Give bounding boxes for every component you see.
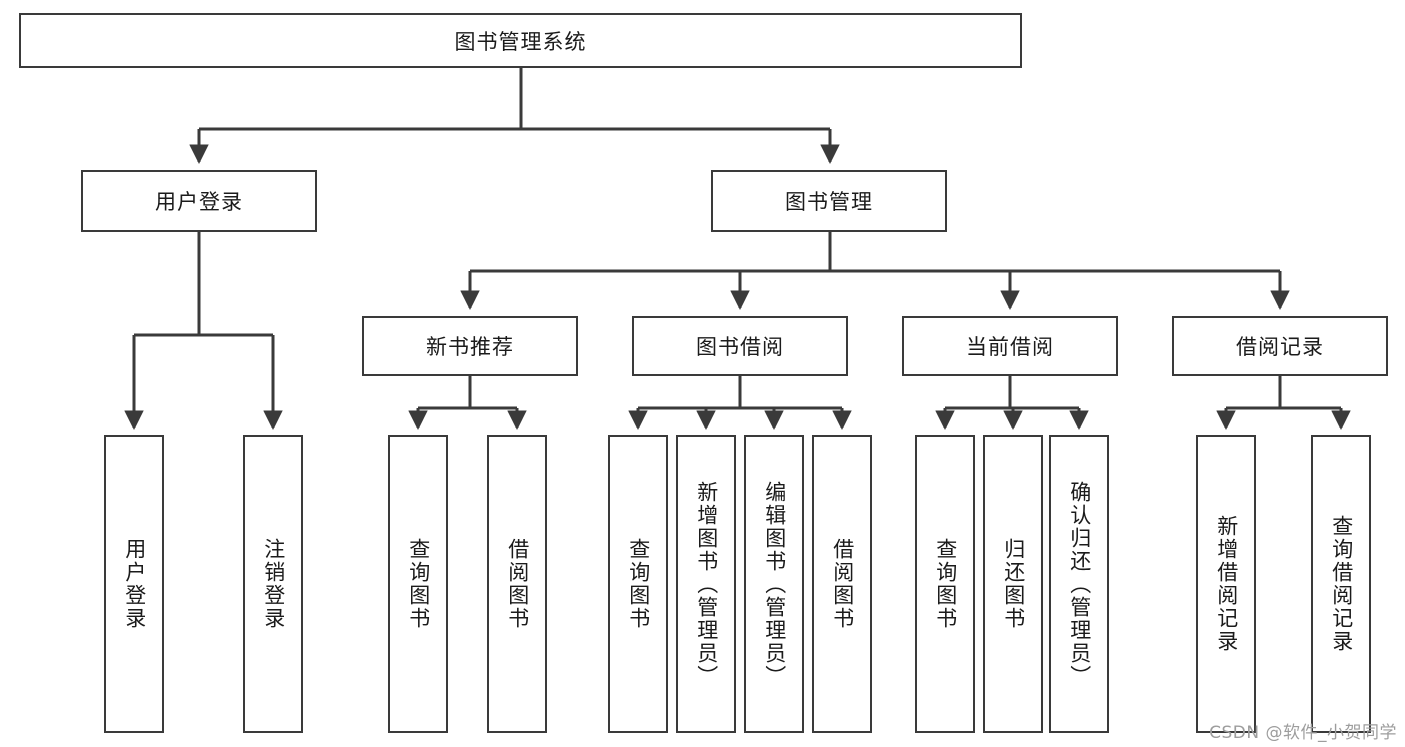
- node-new-book-recommend-label: 新书推荐: [426, 335, 514, 359]
- node-borrow-record-label: 借阅记录: [1236, 335, 1324, 359]
- node-leaf-user-login[interactable]: 用户登录: [104, 435, 164, 733]
- node-book-manage-label: 图书管理: [785, 190, 873, 214]
- node-root[interactable]: 图书管理系统: [19, 13, 1022, 68]
- node-leaf-return-book[interactable]: 归还图书: [983, 435, 1043, 733]
- node-leaf-query-book-current-label: 查询图书: [933, 538, 958, 630]
- node-leaf-query-book-rec[interactable]: 查询图书: [388, 435, 448, 733]
- node-user-login[interactable]: 用户登录: [81, 170, 317, 232]
- node-leaf-query-book-current[interactable]: 查询图书: [915, 435, 975, 733]
- node-leaf-user-logout[interactable]: 注销登录: [243, 435, 303, 733]
- node-leaf-add-borrow-record-label: 新增借阅记录: [1214, 515, 1239, 653]
- node-book-manage[interactable]: 图书管理: [711, 170, 947, 232]
- node-borrow-record[interactable]: 借阅记录: [1172, 316, 1388, 376]
- node-leaf-edit-book-admin[interactable]: 编辑图书（管理员）: [744, 435, 804, 733]
- node-leaf-borrow-book-rec-label: 借阅图书: [505, 538, 530, 630]
- node-leaf-borrow-book[interactable]: 借阅图书: [812, 435, 872, 733]
- node-root-label: 图书管理系统: [454, 29, 587, 54]
- node-current-borrow[interactable]: 当前借阅: [902, 316, 1118, 376]
- node-leaf-return-book-label: 归还图书: [1001, 538, 1026, 630]
- node-leaf-query-borrow-record[interactable]: 查询借阅记录: [1311, 435, 1371, 733]
- node-leaf-add-book-admin-label: 新增图书（管理员）: [694, 480, 719, 688]
- node-new-book-recommend[interactable]: 新书推荐: [362, 316, 578, 376]
- node-leaf-query-borrow-record-label: 查询借阅记录: [1329, 515, 1354, 653]
- node-leaf-confirm-return-admin[interactable]: 确认归还（管理员）: [1049, 435, 1109, 733]
- node-leaf-edit-book-admin-label: 编辑图书（管理员）: [762, 480, 787, 688]
- node-leaf-add-borrow-record[interactable]: 新增借阅记录: [1196, 435, 1256, 733]
- node-book-borrow[interactable]: 图书借阅: [632, 316, 848, 376]
- node-leaf-add-book-admin[interactable]: 新增图书（管理员）: [676, 435, 736, 733]
- node-leaf-borrow-book-label: 借阅图书: [830, 538, 855, 630]
- node-leaf-confirm-return-admin-label: 确认归还（管理员）: [1067, 480, 1092, 688]
- node-leaf-user-logout-label: 注销登录: [261, 538, 286, 630]
- node-leaf-user-login-label: 用户登录: [122, 538, 147, 630]
- node-leaf-query-book-borrow[interactable]: 查询图书: [608, 435, 668, 733]
- node-leaf-borrow-book-rec[interactable]: 借阅图书: [487, 435, 547, 733]
- node-user-login-label: 用户登录: [155, 190, 243, 214]
- node-leaf-query-book-borrow-label: 查询图书: [626, 538, 651, 630]
- node-leaf-query-book-rec-label: 查询图书: [406, 538, 431, 630]
- node-current-borrow-label: 当前借阅: [966, 335, 1054, 359]
- node-book-borrow-label: 图书借阅: [696, 335, 784, 359]
- csdn-watermark: CSDN @软件_小贺同学: [1209, 723, 1397, 743]
